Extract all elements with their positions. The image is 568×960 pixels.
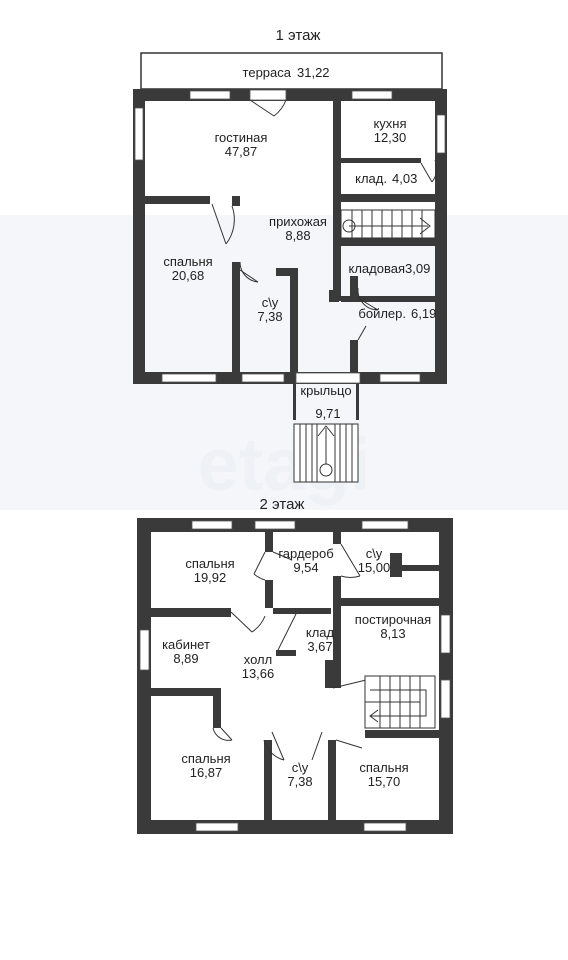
floor-2-title: 2 этаж [260,496,305,513]
room-study-area: 8,89 [173,651,198,666]
room-study-name: кабинет [162,637,210,652]
room-bedroom1-name: спальня [185,556,234,571]
room-pantry-name: клад. [355,171,387,186]
floor-1-interior-walls [145,101,435,420]
watermark-band [0,215,568,510]
room-bathroom2-name: с\у [292,760,309,775]
room-living-area: 47,87 [225,144,258,159]
floor-2-staircase [364,675,436,729]
room-bedroom1-area: 19,92 [194,570,227,585]
room-wardrobe-area: 9,54 [293,560,318,575]
room-laundry-area: 8,13 [380,626,405,641]
room-hall2-area: 13,66 [242,666,275,681]
room-bathroom2-area: 7,38 [287,774,312,789]
floor-1-title: 1 этаж [276,27,321,44]
room-bedroom3-area: 15,70 [368,774,401,789]
room-boiler-name: бойлер. [358,306,406,321]
floor-2-interior-walls [151,532,439,820]
room-bathroom-name: с\у [262,295,279,310]
floor-2-doors [212,543,367,761]
room-bathroom-area: 7,38 [257,309,282,324]
room-storage-area: 3,09 [405,261,430,276]
room-pantry-area: 4,03 [392,171,417,186]
room-bathroom1-name: с\у [366,546,383,561]
room-kitchen-name: кухня [373,116,406,131]
room-hall-name: прихожая [269,214,327,229]
room-bedroom-name: спальня [163,254,212,269]
room-storage2-area: 3,67 [307,639,332,654]
room-bedroom3-name: спальня [359,760,408,775]
room-bathroom1-area: 15,00 [358,560,391,575]
room-porch-area: 9,71 [315,406,340,421]
room-living-name: гостиная [215,130,268,145]
room-terrace-name: терраса [243,65,292,80]
room-bedroom2-area: 16,87 [190,765,223,780]
room-boiler-area: 6,19 [411,306,436,321]
floor-1-room-labels: терраса 31,22 гостиная 47,87 кухня 12,30… [163,65,436,421]
room-laundry-name: постирочная [355,612,431,627]
floor-1: 1 этаж [133,27,447,483]
floor-2: 2 этаж [137,496,453,834]
terrace-outline [140,52,443,90]
room-storage2-name: клад [306,625,335,640]
porch-steps [293,423,359,483]
room-kitchen-area: 12,30 [374,130,407,145]
floor-1-windows [134,89,446,384]
room-terrace-area: 31,22 [297,65,330,80]
floor-2-windows [139,520,451,832]
room-storage-name: кладовая [349,261,406,276]
room-hall-area: 8,88 [285,228,310,243]
floor-1-doors [211,99,438,341]
floor-1-staircase [340,209,436,239]
room-porch-name: крыльцо [300,383,351,398]
floor-2-room-labels: спальня 19,92 гардероб 9,54 с\у 15,00 по… [162,546,431,789]
room-hall2-name: холл [244,652,272,667]
room-bedroom-area: 20,68 [172,268,205,283]
room-wardrobe-name: гардероб [278,546,333,561]
room-bedroom2-name: спальня [181,751,230,766]
